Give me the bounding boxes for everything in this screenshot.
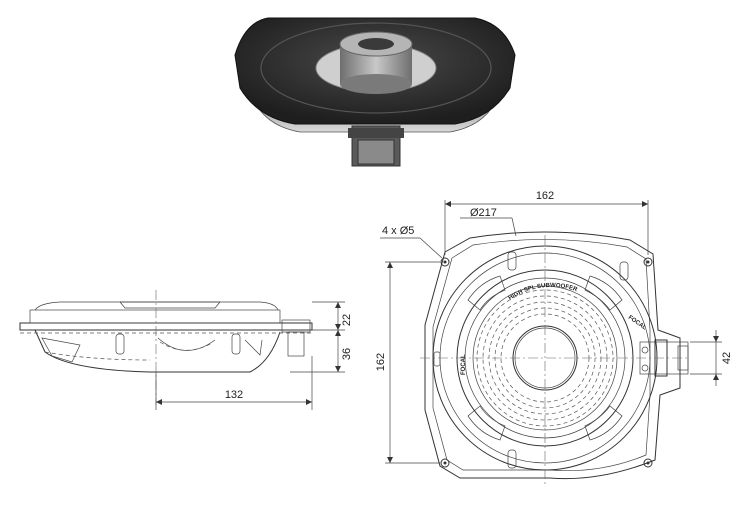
front-depth-dim: 42: [721, 352, 733, 364]
holes-dim: 4 x Ø5: [382, 225, 414, 237]
front-width-dim: 162: [536, 190, 554, 202]
cone-diameter-dim: Ø217: [470, 207, 497, 219]
front-view: [380, 200, 722, 485]
cone-label: HIGH SPL SUBWOOFER: [508, 283, 579, 302]
side-top-height-dim: 22: [341, 314, 353, 326]
side-width-dim: 132: [225, 389, 243, 401]
side-total-height-dim: 36: [341, 348, 353, 360]
front-height-dim: 162: [375, 353, 387, 371]
brand-label-left: FOCAL: [461, 354, 467, 375]
speaker-photo: [234, 17, 516, 167]
side-view: [19, 290, 345, 410]
